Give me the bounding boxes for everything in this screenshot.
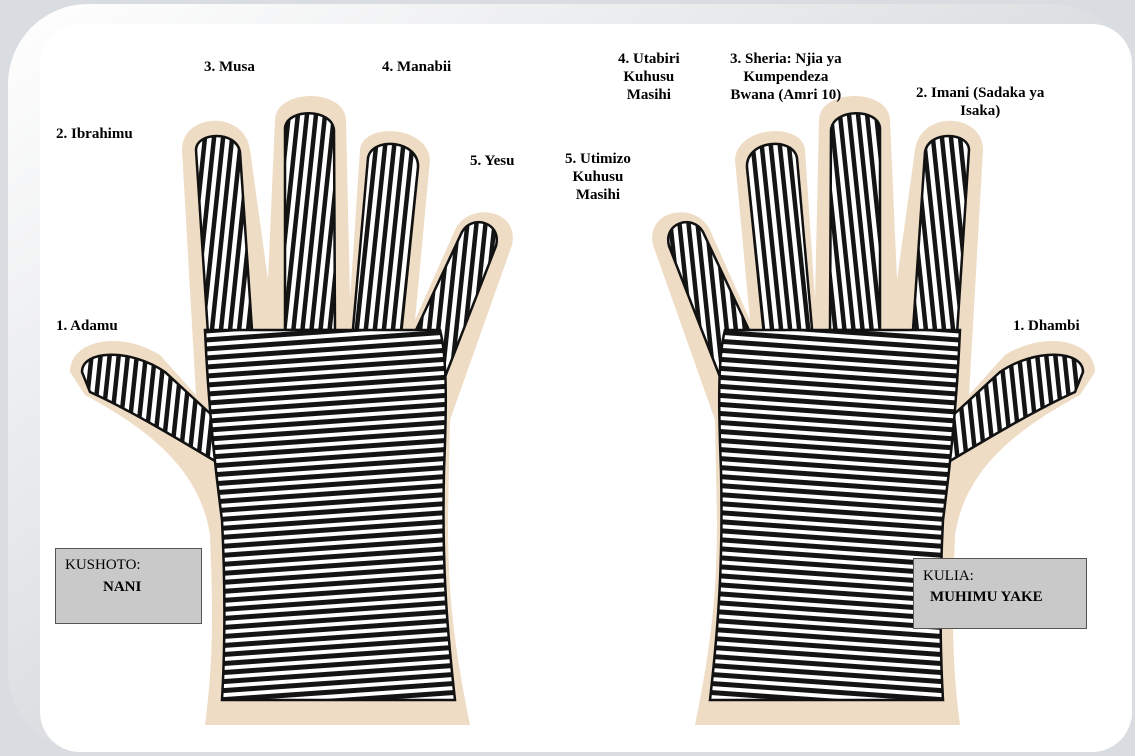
right-box-kulia: KULIA: MUHIMU YAKE <box>913 558 1087 629</box>
right-label-imani: 2. Imani (Sadaka ya Isaka) <box>916 84 1044 120</box>
right-label-sheria-line-1: 3. Sheria: Njia ya <box>730 50 842 68</box>
left-box-heading: KUSHOTO: <box>65 557 141 574</box>
left-label-adamu: 1. Adamu <box>56 317 118 335</box>
right-label-utabiri: 4. Utabiri Kuhusu Masihi <box>618 50 680 104</box>
left-label-manabii: 4. Manabii <box>382 58 451 76</box>
right-label-utimizo: 5. Utimizo Kuhusu Masihi <box>565 150 631 204</box>
right-label-utabiri-line-3: Masihi <box>618 86 680 104</box>
left-label-yesu: 5. Yesu <box>470 152 514 170</box>
right-label-utimizo-line-2: Kuhusu <box>565 168 631 186</box>
right-label-imani-line-2: Isaka) <box>916 102 1044 120</box>
right-finger-3 <box>830 113 880 330</box>
right-label-sheria: 3. Sheria: Njia ya Kumpendeza Bwana (Amr… <box>730 50 842 104</box>
right-label-utabiri-line-1: 4. Utabiri <box>618 50 680 68</box>
left-box-value: NANI <box>103 579 141 596</box>
right-box-value: MUHIMU YAKE <box>930 589 1043 606</box>
right-label-dhambi: 1. Dhambi <box>1013 317 1080 335</box>
right-palm <box>710 330 960 700</box>
left-palm <box>205 330 455 700</box>
right-box-heading: KULIA: <box>923 568 974 585</box>
right-label-sheria-line-3: Bwana (Amri 10) <box>730 86 842 104</box>
right-label-utabiri-line-2: Kuhusu <box>618 68 680 86</box>
left-label-ibrahimu: 2. Ibrahimu <box>56 125 133 143</box>
right-label-imani-line-1: 2. Imani (Sadaka ya <box>916 84 1044 102</box>
right-label-sheria-line-2: Kumpendeza <box>730 68 842 86</box>
right-label-utimizo-line-1: 5. Utimizo <box>565 150 631 168</box>
left-finger-3 <box>285 113 335 330</box>
left-label-musa: 3. Musa <box>204 58 255 76</box>
left-box-kushoto: KUSHOTO: NANI <box>55 548 202 624</box>
right-label-utimizo-line-3: Masihi <box>565 186 631 204</box>
